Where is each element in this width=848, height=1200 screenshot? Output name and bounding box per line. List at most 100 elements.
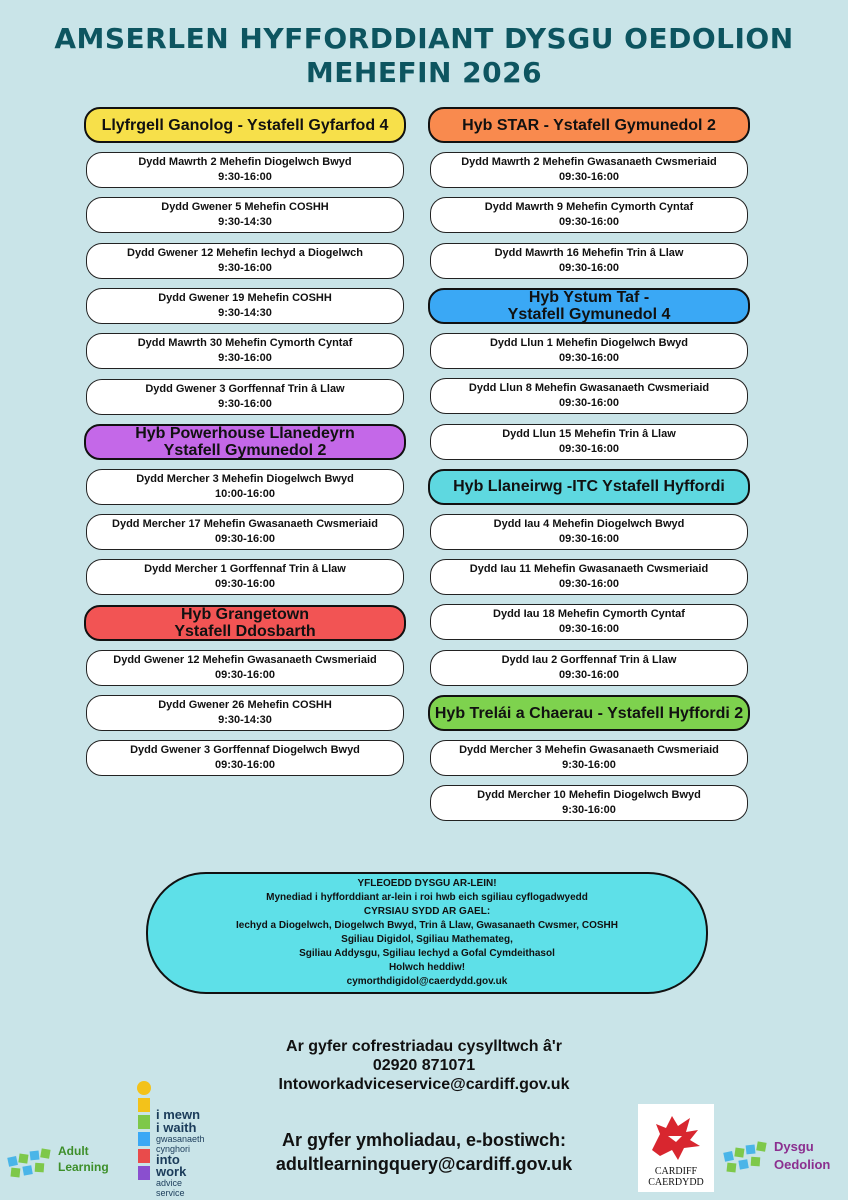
into-work-text: service [156, 1188, 185, 1198]
session-time: 9:30-14:30 [218, 714, 272, 726]
session-time: 09:30-16:00 [215, 533, 275, 546]
registration-contact: Ar gyfer cofrestriadau cysylltwch â'r 02… [200, 1037, 648, 1094]
session-item: Dydd Llun 8 Mehefin Gwasanaeth Cwsmeriai… [430, 378, 748, 415]
session-title: Dydd Iau 18 Mehefin Cymorth Cyntaf [493, 608, 685, 621]
session-time: 09:30-16:00 [559, 397, 619, 410]
session-title: Dydd Mawrth 16 Mehefin Trin â Llaw [494, 246, 684, 259]
session-time: 9:30-16:00 [218, 171, 272, 183]
session-time: 09:30-16:00 [559, 171, 619, 183]
query-email[interactable]: adultlearningquery@cardiff.gov.uk [275, 1154, 573, 1174]
session-time: 10:00-16:00 [215, 487, 275, 500]
online-courses: Sgiliau Addysgu, Sgiliau Iechyd a Gofal … [299, 948, 555, 959]
session-title: Dydd Gwener 12 Mehefin Gwasanaeth Cwsmer… [113, 653, 377, 666]
session-item: Dydd Llun 15 Mehefin Trin â Llaw 09:30-16… [430, 423, 748, 460]
venue-header: Hyb Trelái a Chaerau - Ystafell Hyffordi… [428, 695, 750, 731]
session-title: Dydd Iau 4 Mehefin Diogelwch Bwyd [493, 517, 685, 530]
session-item: Dydd Iau 11 Mehefin Gwasanaeth Cwsmeriai… [430, 559, 748, 596]
session-time: 9:30-16:00 [218, 352, 272, 365]
session-time: 09:30-16:00 [559, 442, 619, 455]
session-title: Dydd Gwener 3 Gorffennaf Trin â Llaw [145, 382, 345, 395]
session-time: 09:30-16:00 [559, 668, 619, 681]
venue-header: Hyb Ystum Taf -Ystafell Gymunedol 4 [428, 287, 750, 324]
online-courses: Sgiliau Digidol, Sgiliau Mathemateg, [341, 934, 513, 945]
online-cta: Holwch heddiw! [388, 962, 466, 973]
into-work-logo: i mewn i waith gwasanaeth cynghori into … [134, 1080, 224, 1198]
session-item: Dydd Gwener 5 Mehefin COSHH 9:30-14:30 [86, 197, 404, 234]
venue-name: Hyb Ystum Taf - [528, 288, 650, 306]
session-time: 09:30-16:00 [559, 351, 619, 364]
session-item: Dydd Mercher 17 Mehefin Gwasanaeth Cwsme… [86, 514, 404, 551]
online-heading: YFLEOEDD DYSGU AR-LEIN! [357, 878, 497, 889]
title-line-1: AMSERLEN HYFFORDDIANT DYSGU OEDOLION [54, 22, 794, 55]
session-title: Dydd Mercher 1 Gorffennaf Trin â Llaw [144, 563, 346, 576]
session-item: Dydd Mercher 1 Gorffennaf Trin â Llaw 09:… [86, 559, 404, 596]
session-time: 09:30-16:00 [559, 532, 619, 545]
into-work-text: cynghori [156, 1144, 191, 1154]
dysgu-oedolion-icon [723, 1141, 767, 1173]
session-time: 9:30-14:30 [218, 306, 272, 319]
page-title: AMSERLEN HYFFORDDIANT DYSGU OEDOLION MEH… [0, 22, 848, 90]
cardiff-text: CARDIFF [654, 1166, 698, 1177]
caerdydd-text: CAERDYDD [648, 1177, 704, 1188]
welsh-dragon-icon [652, 1116, 700, 1160]
venue-name: Hyb STAR - Ystafell Gymunedol 2 [462, 116, 716, 134]
session-time: 9:30-16:00 [218, 261, 272, 274]
session-title: Dydd Gwener 12 Mehefin Iechyd a Diogelwc… [127, 246, 363, 259]
session-item: Dydd Gwener 19 Mehefin COSHH 9:30-14:30 [86, 287, 404, 324]
venue-header: Hyb Llaneirwg -ITC Ystafell Hyffordi [428, 468, 750, 505]
adult-learning-logo: Adult Learning [6, 1143, 124, 1183]
online-courses-heading: CYRSIAU SYDD AR GAEL: [363, 906, 491, 917]
venue-name: Ystafell Gymunedol 2 [163, 441, 327, 459]
adult-learning-icon [7, 1148, 51, 1178]
session-item: Dydd Iau 4 Mehefin Diogelwch Bwyd 09:30-1… [430, 513, 748, 550]
venue-name: Ystafell Gymunedol 4 [507, 305, 671, 323]
session-item: Dydd Iau 18 Mehefin Cymorth Cyntaf 09:30-… [430, 604, 748, 641]
online-learning-box: YFLEOEDD DYSGU AR-LEIN! Mynediad i hyffo… [146, 872, 708, 994]
adult-learning-text: Learning [58, 1160, 109, 1174]
registration-intro: Ar gyfer cofrestriadau cysylltwch â'r [286, 1038, 562, 1055]
venue-name: Ystafell Ddosbarth [174, 622, 316, 640]
session-title: Dydd Gwener 5 Mehefin COSHH [161, 201, 329, 214]
into-work-text: work [156, 1164, 187, 1179]
venue-header: Llyfrgell Ganolog - Ystafell Gyfarfod 4 [84, 107, 406, 143]
into-work-text: advice [156, 1178, 183, 1188]
query-contact: Ar gyfer ymholiadau, e-bostiwch: adultle… [200, 1128, 648, 1176]
into-work-icon [137, 1081, 151, 1180]
registration-email[interactable]: Intoworkadviceservice@cardiff.gov.uk [278, 1076, 570, 1093]
session-time: 9:30-16:00 [562, 804, 616, 817]
adult-learning-text: Adult [58, 1144, 89, 1158]
online-email-link[interactable]: cymorthdigidol@caerdydd.gov.uk [346, 976, 508, 987]
session-title: Dydd Mercher 10 Mehefin Diogelwch Bwyd [477, 789, 701, 802]
session-item: Dydd Gwener 12 Mehefin Iechyd a Diogelwc… [86, 242, 404, 279]
session-time: 09:30-16:00 [215, 578, 275, 591]
online-text: Mynediad i hyfforddiant ar-lein i roi hw… [266, 892, 588, 903]
session-time: 9:30-14:30 [218, 216, 272, 229]
session-time: 09:30-16:00 [559, 216, 619, 229]
session-title: Dydd Llun 8 Mehefin Gwasanaeth Cwsmeriai… [468, 382, 710, 395]
into-work-text: i mewn [156, 1107, 201, 1122]
session-title: Dydd Gwener 19 Mehefin COSHH [158, 291, 332, 304]
session-title: Dydd Iau 11 Mehefin Gwasanaeth Cwsmeriai… [469, 563, 709, 576]
venue-name: Hyb Grangetown [180, 605, 309, 623]
registration-phone[interactable]: 02920 871071 [372, 1057, 476, 1074]
session-title: Dydd Mercher 17 Mehefin Gwasanaeth Cwsme… [112, 518, 378, 531]
venue-name: Llyfrgell Ganolog - Ystafell Gyfarfod 4 [101, 116, 389, 134]
session-item: Dydd Mercher 3 Mehefin Gwasanaeth Cwsmer… [430, 740, 748, 776]
session-time: 09:30-16:00 [559, 578, 619, 591]
session-title: Dydd Iau 2 Gorffennaf Trin â Llaw [501, 653, 677, 666]
session-title: Dydd Llun 15 Mehefin Trin â Llaw [502, 427, 676, 440]
session-title: Dydd Mawrth 2 Mehefin Gwasanaeth Cwsmeri… [461, 156, 717, 168]
cardiff-council-logo: CARDIFF CAERDYDD [638, 1104, 714, 1192]
session-time: 09:30-16:00 [559, 623, 619, 636]
session-item: Dydd Mawrth 16 Mehefin Trin â Llaw 09:30-… [430, 242, 748, 279]
session-title: Dydd Mawrth 9 Mehefin Cymorth Cyntaf [484, 201, 694, 214]
session-title: Dydd Gwener 3 Gorffennaf Diogelwch Bwyd [130, 744, 360, 757]
session-time: 09:30-16:00 [559, 261, 619, 274]
